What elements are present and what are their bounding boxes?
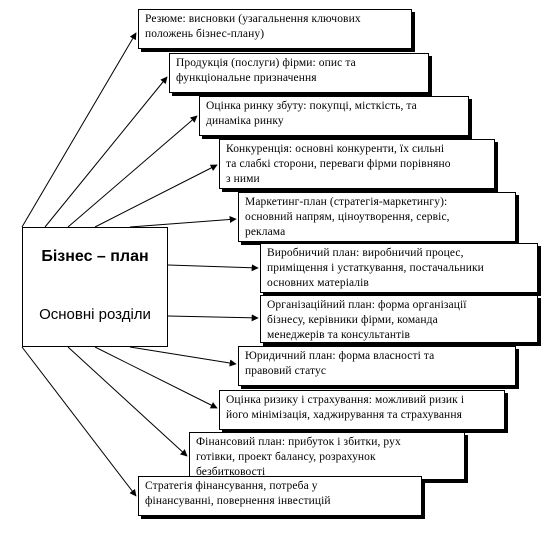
- arrow-7: [167, 314, 259, 322]
- arrow-4: [94, 164, 218, 228]
- arrow-10: [67, 346, 188, 457]
- center-title: Бізнес – план: [41, 248, 149, 265]
- section-risk: Оцінка ризику і страхування: можливий ри…: [219, 390, 505, 430]
- center-subtitle: Основні розділи: [39, 306, 151, 323]
- arrow-9: [94, 346, 218, 409]
- business-plan-center-box: Бізнес – план Основні розділи: [22, 227, 168, 347]
- arrow-8: [129, 346, 237, 367]
- section-legal: Юридичний план: форма власності та право…: [238, 346, 516, 386]
- section-financing: Стратегія фінансування, потреба у фінанс…: [138, 476, 422, 516]
- section-financial: Фінансовий план: прибуток і збитки, рух …: [189, 432, 465, 480]
- section-organization: Організаційний план: форма організації б…: [260, 295, 538, 343]
- section-production: Виробничий план: виробничий процес, прим…: [260, 243, 538, 293]
- arrow-2: [44, 76, 168, 228]
- arrow-5: [129, 215, 237, 228]
- arrow-3: [67, 115, 198, 228]
- section-summary: Резюме: висновки (узагальнення ключових …: [138, 9, 412, 49]
- arrow-1: [21, 32, 137, 228]
- section-competition: Конкуренція: основні конкуренти, їх силь…: [219, 139, 495, 189]
- section-product: Продукція (послуги) фірми: опис та функц…: [169, 53, 429, 93]
- section-marketing: Маркетинг-план (стратегія-маркетингу): о…: [238, 192, 516, 242]
- arrow-6: [167, 264, 259, 272]
- section-market: Оцінка ринку збуту: покупці, місткість, …: [199, 96, 469, 136]
- arrow-11: [21, 346, 137, 497]
